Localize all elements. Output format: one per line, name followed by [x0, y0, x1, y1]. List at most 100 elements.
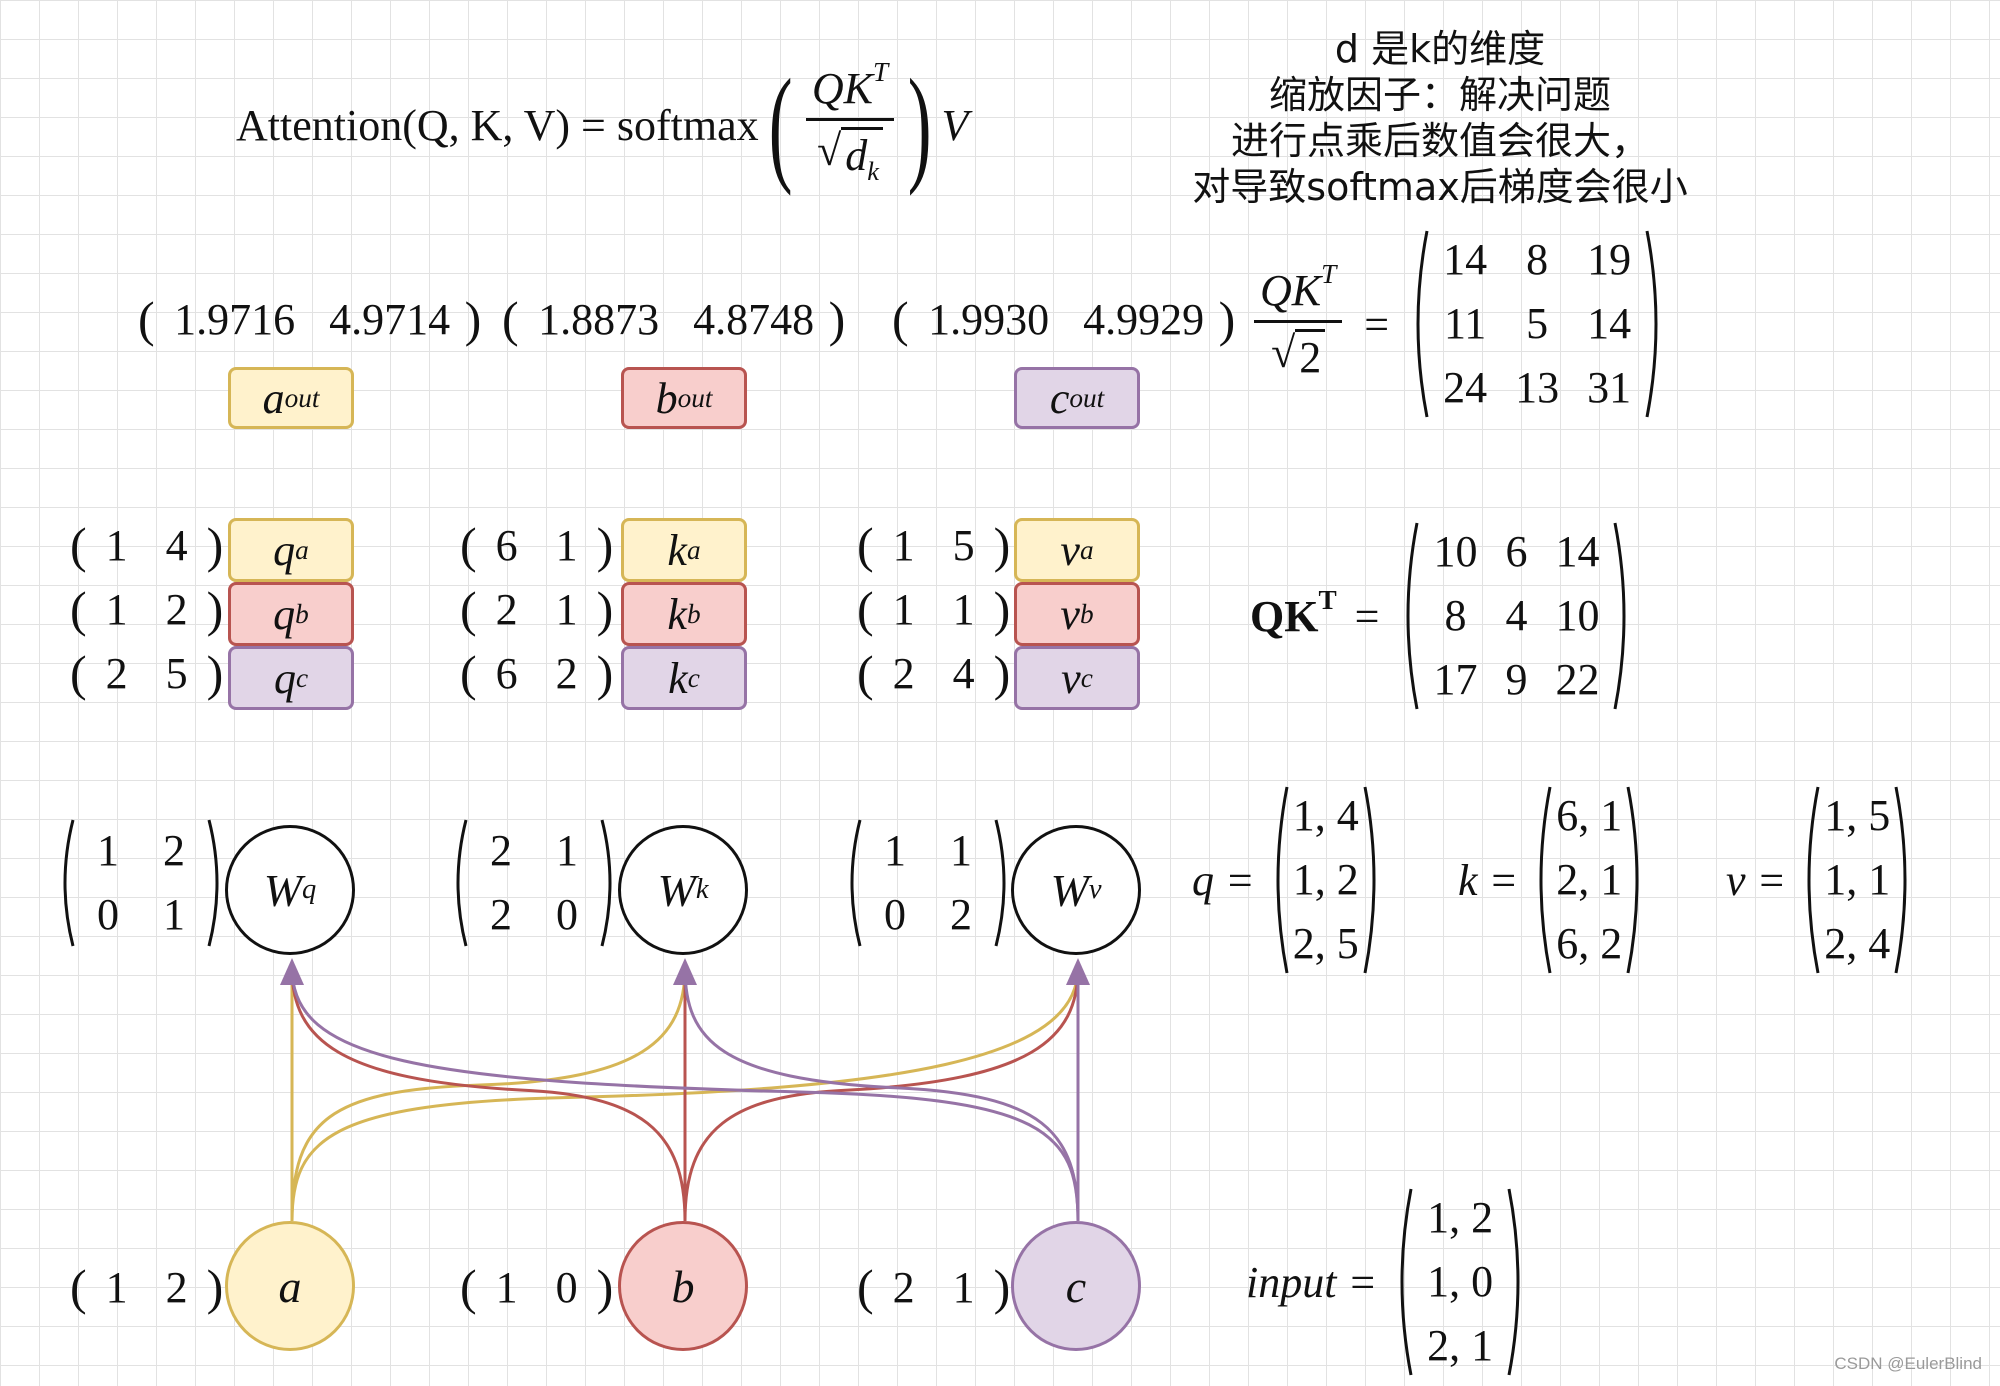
- note-line: 缩放因子：解决问题: [1268, 73, 1611, 117]
- left-bracket: [842, 818, 862, 948]
- formula-right-paren: ): [907, 53, 932, 197]
- matrix-cell: 6, 1: [1556, 791, 1623, 840]
- weight-base: W: [657, 864, 696, 916]
- formula-denominator: d: [845, 131, 868, 181]
- vector-value: 5: [952, 520, 975, 570]
- matrix-cell: 0: [97, 890, 119, 939]
- matrix-cell: 6, 2: [1556, 919, 1623, 968]
- matrix-cell: 0: [556, 890, 578, 939]
- left-bracket: [1267, 785, 1289, 975]
- input-node: b: [618, 1221, 748, 1351]
- scaled-numerator: QK: [1260, 266, 1322, 315]
- vector-value: 2: [165, 1262, 188, 1312]
- formula-numerator-sup: T: [873, 57, 889, 88]
- right-bracket: [1613, 521, 1635, 711]
- vector-value: 1: [952, 584, 975, 634]
- edge-c-wk: [683, 967, 1080, 1222]
- vector-value: 4: [952, 648, 975, 698]
- input-matrix: input = 1, 2 1, 0 2, 1: [1246, 1186, 1529, 1378]
- scaled-denominator: 2: [1295, 329, 1326, 383]
- left-bracket: [448, 818, 468, 948]
- left-bracket: [1530, 785, 1552, 975]
- vector-value: 2: [495, 584, 518, 634]
- note-line: 对导致softmax后梯度会很小: [1192, 165, 1688, 209]
- box-base: q: [273, 653, 296, 703]
- vector-value: 1: [555, 520, 578, 570]
- matrix-cell: 2: [490, 826, 512, 875]
- left-bracket: [1397, 521, 1419, 711]
- input-label: input =: [1246, 1257, 1378, 1307]
- column-label: k =: [1458, 855, 1519, 905]
- vector-value: 4: [165, 520, 188, 570]
- vector-value: 2: [165, 584, 188, 634]
- matrix-cell: 1, 2: [1292, 855, 1359, 904]
- box-base: v: [1060, 525, 1080, 575]
- input-node-label: a: [278, 1260, 302, 1312]
- scaling-note: d 是k的维度 缩放因子：解决问题 进行点乘后数值会很大， 对导致softmax…: [1160, 26, 1720, 210]
- column-label: v =: [1726, 855, 1787, 905]
- left-bracket: [1798, 785, 1820, 975]
- vector-value: 2: [105, 648, 128, 698]
- input-node-label: b: [671, 1260, 695, 1312]
- formula-fraction: QKT √dk: [805, 59, 895, 187]
- arrow-head-wq: [280, 958, 304, 985]
- box-base: k: [667, 525, 687, 575]
- right-bracket: [1894, 785, 1916, 975]
- vector-value: 1: [892, 520, 915, 570]
- matrix-cell: 1, 4: [1292, 791, 1359, 840]
- right-bracket: [994, 818, 1014, 948]
- matrix-cell: 2: [163, 826, 185, 875]
- qkt-label: QK: [1250, 591, 1319, 641]
- edge-a-wk: [290, 967, 687, 1222]
- watermark: CSDN @EulerBlind: [1834, 1354, 1982, 1373]
- matrix-cell: 1: [556, 826, 578, 875]
- right-bracket: [207, 818, 227, 948]
- box-base: q: [273, 589, 296, 639]
- matrix-cell: 2, 4: [1824, 919, 1891, 968]
- input-node: c: [1011, 1221, 1141, 1351]
- arrow-head-wv: [1066, 958, 1090, 985]
- vector-value: 6: [495, 648, 518, 698]
- note-line: d 是k的维度: [1334, 27, 1546, 71]
- vector-value: 0: [555, 1262, 578, 1312]
- input-node: a: [225, 1221, 355, 1351]
- matrix-cell: 2: [490, 890, 512, 939]
- matrix-cell: 0: [884, 890, 906, 939]
- vector-value: 1: [952, 1262, 975, 1312]
- arrow-head-wk: [673, 958, 697, 985]
- sqrt-icon: √: [817, 126, 842, 176]
- input-node-label: c: [1065, 1260, 1087, 1312]
- vector-value: 2: [892, 1262, 915, 1312]
- note-line: 进行点乘后数值会很大，: [1230, 119, 1649, 163]
- formula-rhs: V: [941, 100, 969, 150]
- vector-value: 1: [105, 584, 128, 634]
- matrix-cell: 1: [950, 826, 972, 875]
